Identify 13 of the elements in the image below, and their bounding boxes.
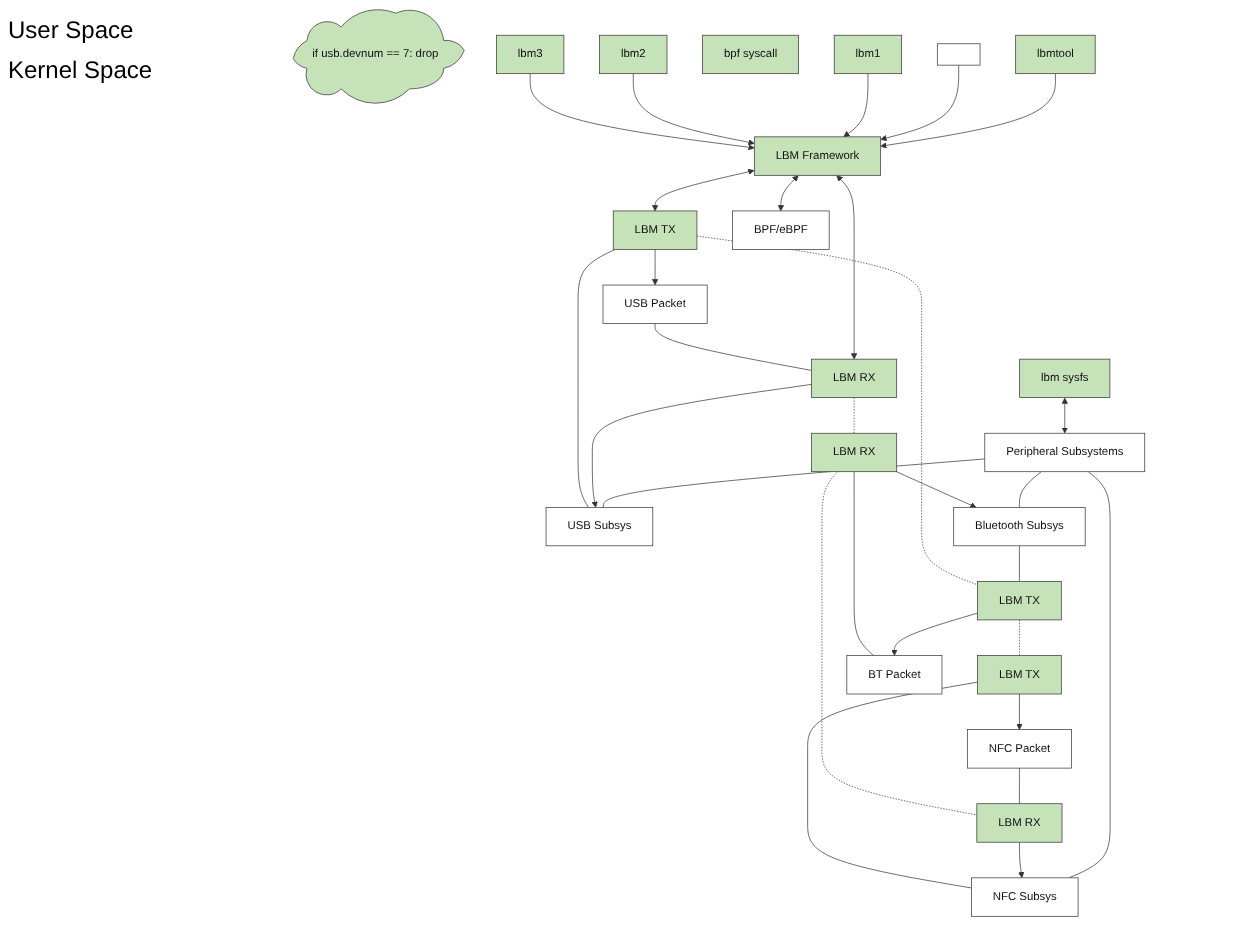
space-label: Kernel Space xyxy=(8,56,155,84)
connector xyxy=(577,249,616,508)
connector xyxy=(853,397,855,434)
node-box xyxy=(936,43,981,66)
connector xyxy=(654,323,812,371)
connector xyxy=(1019,471,1042,508)
connector xyxy=(1019,619,1020,656)
connector xyxy=(807,681,978,889)
connector xyxy=(853,471,874,656)
connector xyxy=(1019,767,1020,805)
connector xyxy=(1068,471,1111,879)
connector xyxy=(1019,545,1020,582)
space-label: User Space xyxy=(8,16,136,44)
